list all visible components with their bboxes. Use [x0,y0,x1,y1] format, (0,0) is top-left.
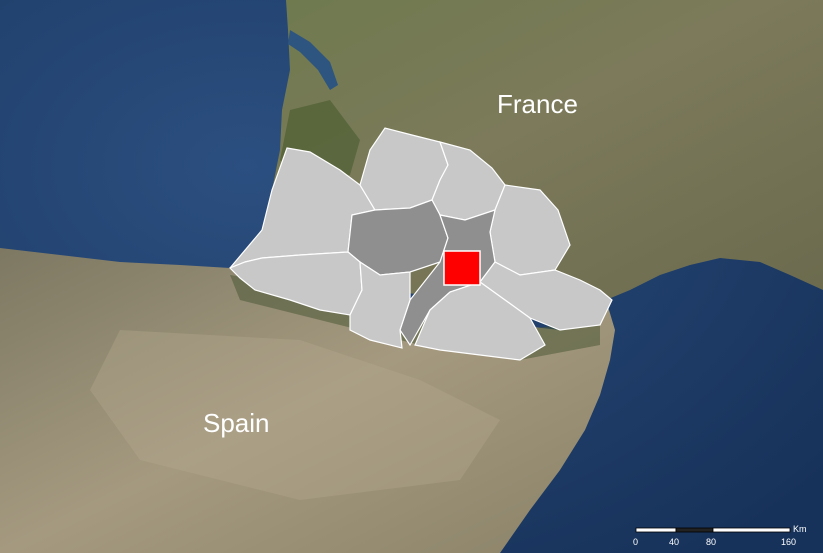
scale-bar-segment-0-40 [635,527,677,533]
label-spain: Spain [203,408,270,438]
study-area-marker [443,250,481,286]
scale-tick-160: 160 [781,537,796,547]
spain-texture [90,330,500,500]
scale-unit: Km [793,524,807,534]
scale-tick-40: 40 [669,537,679,547]
scale-tick-80: 80 [706,537,716,547]
scale-bar: Km 0 40 80 160 [633,524,807,547]
scale-bar-segment-40-80 [675,527,714,533]
label-france: France [497,89,578,119]
gironde-estuary [288,30,338,90]
region-hautes-pyrenees [349,260,411,349]
scale-tick-0: 0 [633,537,638,547]
scale-bar-segment-80-160 [712,527,791,533]
